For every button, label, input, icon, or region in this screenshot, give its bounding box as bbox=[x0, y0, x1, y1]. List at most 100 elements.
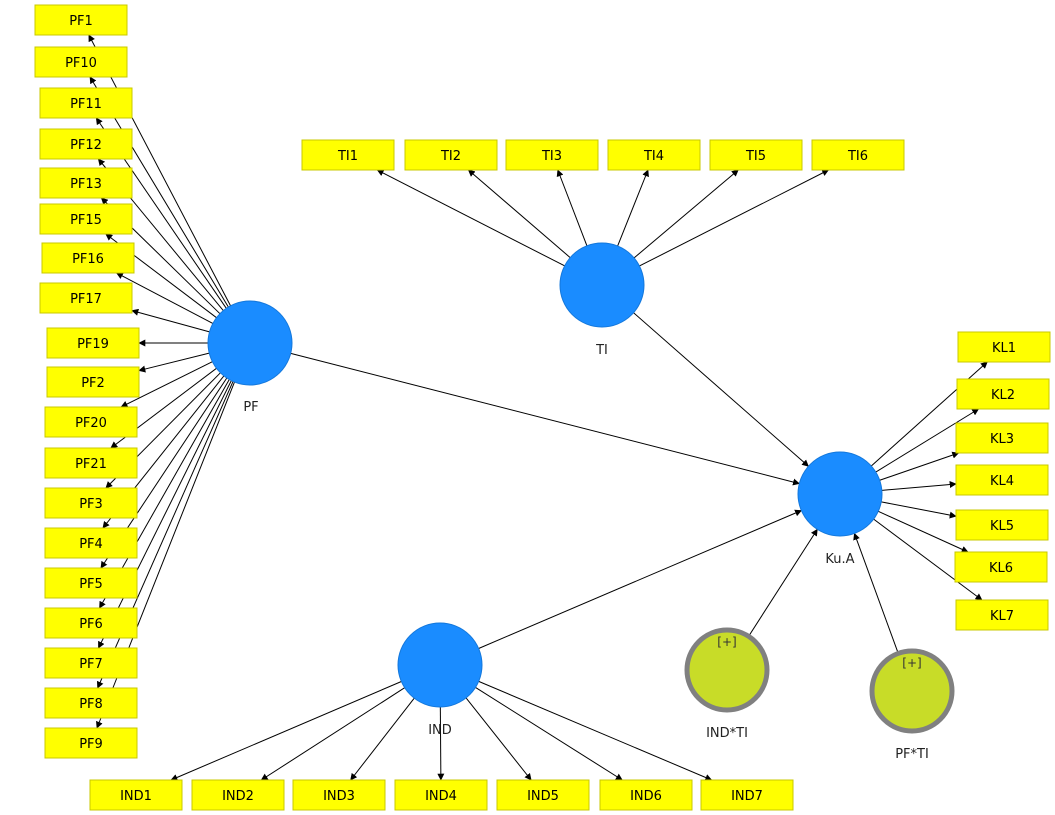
indicator-pf17[interactable]: PF17 bbox=[39, 282, 133, 314]
indicator-ti1[interactable]: TI1 bbox=[301, 139, 395, 171]
indicator-box[interactable] bbox=[957, 331, 1051, 363]
indicator-box[interactable] bbox=[954, 551, 1048, 583]
indicator-label: PF15 bbox=[70, 213, 102, 228]
indicator-ti3[interactable]: TI3 bbox=[505, 139, 599, 171]
indicator-box[interactable] bbox=[394, 779, 488, 811]
latent-ind[interactable] bbox=[397, 622, 483, 708]
indicator-ind2[interactable]: IND2 bbox=[191, 779, 285, 811]
indicator-pf20[interactable]: PF20 bbox=[44, 406, 138, 438]
indicator-box[interactable] bbox=[44, 447, 138, 479]
indicator-box[interactable] bbox=[955, 509, 1049, 541]
indicator-kl6[interactable]: KL6 bbox=[954, 551, 1048, 583]
latent-ti[interactable] bbox=[559, 242, 645, 328]
indicator-label: KL7 bbox=[990, 609, 1014, 624]
indicator-box[interactable] bbox=[39, 203, 133, 235]
indicator-box[interactable] bbox=[191, 779, 285, 811]
moderator-mark: [+] bbox=[902, 656, 921, 670]
indicator-box[interactable] bbox=[292, 779, 386, 811]
indicator-box[interactable] bbox=[607, 139, 701, 171]
indicator-box[interactable] bbox=[709, 139, 803, 171]
indicator-ind6[interactable]: IND6 bbox=[599, 779, 693, 811]
indicator-box[interactable] bbox=[955, 464, 1049, 496]
indicator-kl4[interactable]: KL4 bbox=[955, 464, 1049, 496]
indicator-box[interactable] bbox=[46, 327, 140, 359]
indicator-box[interactable] bbox=[39, 128, 133, 160]
latent-label-kua: Ku.A bbox=[825, 552, 854, 567]
indicator-pf2[interactable]: PF2 bbox=[46, 366, 140, 398]
indicator-pf4[interactable]: PF4 bbox=[44, 527, 138, 559]
indicator-label: PF3 bbox=[79, 497, 103, 512]
indicator-ti2[interactable]: TI2 bbox=[404, 139, 498, 171]
indicator-pf16[interactable]: PF16 bbox=[41, 242, 135, 274]
moderator-indti[interactable] bbox=[684, 627, 770, 713]
indicator-kl3[interactable]: KL3 bbox=[955, 422, 1049, 454]
indicator-box[interactable] bbox=[34, 46, 128, 78]
indicator-box[interactable] bbox=[599, 779, 693, 811]
indicator-box[interactable] bbox=[700, 779, 794, 811]
indicator-box[interactable] bbox=[44, 406, 138, 438]
indicator-pf1[interactable]: PF1 bbox=[34, 4, 128, 36]
indicator-label: KL5 bbox=[990, 519, 1014, 534]
indicator-box[interactable] bbox=[44, 607, 138, 639]
indicator-box[interactable] bbox=[39, 282, 133, 314]
indicator-box[interactable] bbox=[39, 87, 133, 119]
indicator-ti6[interactable]: TI6 bbox=[811, 139, 905, 171]
path-ind-to-kua bbox=[478, 509, 803, 649]
indicator-label: KL2 bbox=[991, 388, 1015, 403]
loading-arrow-kl4 bbox=[881, 481, 957, 491]
indicator-box[interactable] bbox=[301, 139, 395, 171]
indicator-pf15[interactable]: PF15 bbox=[39, 203, 133, 235]
indicator-ind3[interactable]: IND3 bbox=[292, 779, 386, 811]
indicator-pf12[interactable]: PF12 bbox=[39, 128, 133, 160]
indicator-ind7[interactable]: IND7 bbox=[700, 779, 794, 811]
indicator-box[interactable] bbox=[44, 727, 138, 759]
indicator-box[interactable] bbox=[39, 167, 133, 199]
indicator-box[interactable] bbox=[505, 139, 599, 171]
indicator-pf19[interactable]: PF19 bbox=[46, 327, 140, 359]
indicator-pf11[interactable]: PF11 bbox=[39, 87, 133, 119]
indicator-label: PF13 bbox=[70, 177, 102, 192]
indicator-kl5[interactable]: KL5 bbox=[955, 509, 1049, 541]
indicator-ind4[interactable]: IND4 bbox=[394, 779, 488, 811]
indicator-box[interactable] bbox=[955, 599, 1049, 631]
indicator-box[interactable] bbox=[44, 687, 138, 719]
indicator-box[interactable] bbox=[89, 779, 183, 811]
loading-arrow-pf16 bbox=[115, 272, 214, 324]
indicator-ti5[interactable]: TI5 bbox=[709, 139, 803, 171]
indicator-pf10[interactable]: PF10 bbox=[34, 46, 128, 78]
indicator-ind5[interactable]: IND5 bbox=[496, 779, 590, 811]
indicator-label: IND1 bbox=[120, 789, 152, 804]
indicator-pf7[interactable]: PF7 bbox=[44, 647, 138, 679]
indicator-box[interactable] bbox=[41, 242, 135, 274]
indicator-pf21[interactable]: PF21 bbox=[44, 447, 138, 479]
indicator-ti4[interactable]: TI4 bbox=[607, 139, 701, 171]
indicator-box[interactable] bbox=[44, 567, 138, 599]
indicator-box[interactable] bbox=[44, 487, 138, 519]
indicator-box[interactable] bbox=[34, 4, 128, 36]
indicator-pf3[interactable]: PF3 bbox=[44, 487, 138, 519]
indicator-box[interactable] bbox=[46, 366, 140, 398]
indicator-box[interactable] bbox=[956, 378, 1050, 410]
indicator-box[interactable] bbox=[44, 527, 138, 559]
indicator-label: PF9 bbox=[79, 737, 103, 752]
indicator-pf6[interactable]: PF6 bbox=[44, 607, 138, 639]
moderator-pfti[interactable] bbox=[869, 648, 955, 734]
indicator-kl2[interactable]: KL2 bbox=[956, 378, 1050, 410]
indicator-box[interactable] bbox=[44, 647, 138, 679]
indicator-pf9[interactable]: PF9 bbox=[44, 727, 138, 759]
indicator-box[interactable] bbox=[955, 422, 1049, 454]
indicator-box[interactable] bbox=[811, 139, 905, 171]
indicator-label: KL6 bbox=[989, 561, 1013, 576]
indicator-pf8[interactable]: PF8 bbox=[44, 687, 138, 719]
indicator-pf13[interactable]: PF13 bbox=[39, 167, 133, 199]
indicator-kl7[interactable]: KL7 bbox=[955, 599, 1049, 631]
latent-kua[interactable] bbox=[797, 451, 883, 537]
indicator-ind1[interactable]: IND1 bbox=[89, 779, 183, 811]
indicator-box[interactable] bbox=[404, 139, 498, 171]
latent-pf[interactable] bbox=[207, 300, 293, 386]
indicator-label: PF21 bbox=[75, 457, 107, 472]
indicator-kl1[interactable]: KL1 bbox=[957, 331, 1051, 363]
indicator-box[interactable] bbox=[496, 779, 590, 811]
loading-arrow-kl6 bbox=[878, 510, 969, 553]
indicator-pf5[interactable]: PF5 bbox=[44, 567, 138, 599]
